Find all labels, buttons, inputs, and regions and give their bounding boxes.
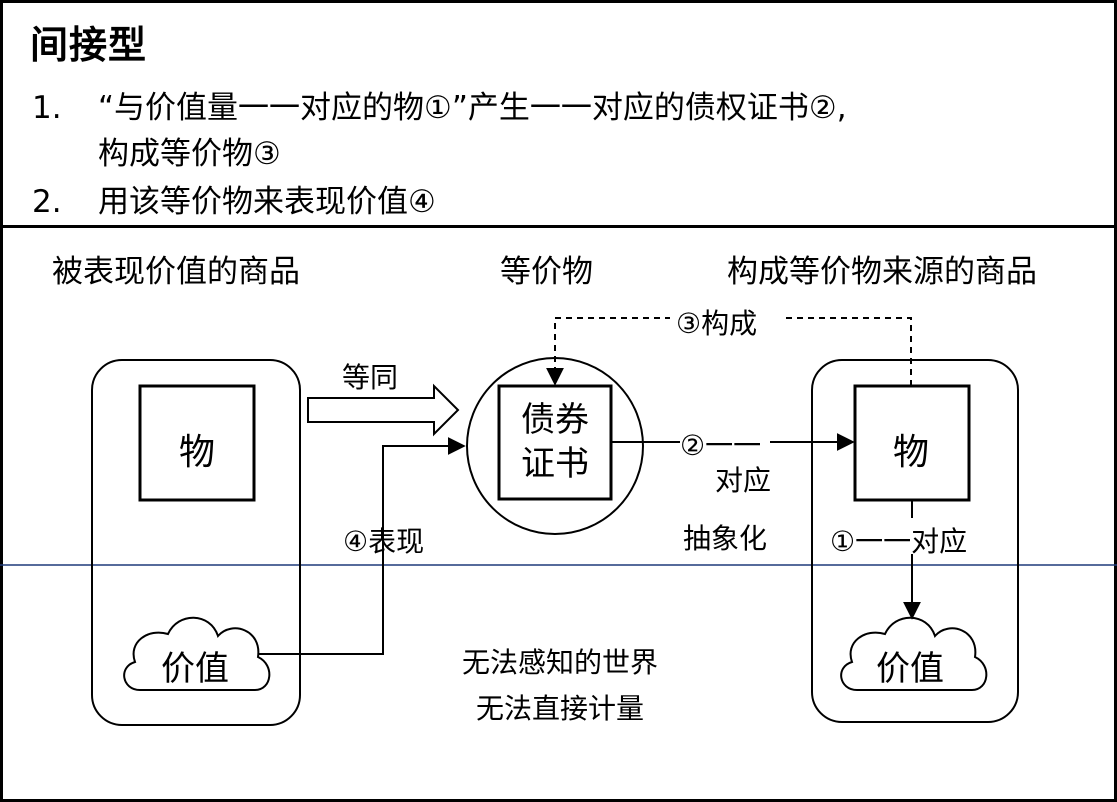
express-label: ④表现 xyxy=(343,525,425,558)
bond-certificate-label: 债券 证书 xyxy=(499,398,611,486)
heading-source-goods: 构成等价物来源的商品 xyxy=(727,254,1037,290)
constitute-label-bg xyxy=(670,302,782,334)
left-goods-container xyxy=(91,359,301,726)
express-connector xyxy=(258,437,466,655)
correspond1-label-bg xyxy=(828,518,998,554)
point-2-text: 用该等价物来表现价值④ xyxy=(98,184,436,220)
right-thing-label: 物 xyxy=(893,432,930,473)
point-1: 1. “与价值量一一对应的物①”产生一一对应的债权证书②, xyxy=(32,84,847,132)
left-thing-box xyxy=(138,384,256,502)
correspond1-label: ①一一对应 xyxy=(830,525,968,558)
heading-expressed-goods: 被表现价值的商品 xyxy=(52,254,300,290)
right-value-label: 价值 xyxy=(876,649,944,689)
point-2-number: 2. xyxy=(32,184,62,220)
equate-arrow xyxy=(307,383,460,437)
correspond2-label-line-1: ②一一 xyxy=(680,429,762,462)
correspond-label-bg xyxy=(680,428,770,458)
world-line-2: 无法直接计量 xyxy=(475,692,644,725)
bond-line-2: 证书 xyxy=(521,444,589,484)
left-value-label: 价值 xyxy=(161,649,229,689)
header-panel: 间接型 1.“与价值量一一对应的物①”产生一一对应的债权证书②, 构成等价物③ … xyxy=(0,0,1117,228)
left-value-cloud xyxy=(123,616,271,691)
right-goods-container xyxy=(811,359,1019,723)
page-title: 间接型 xyxy=(30,23,148,67)
heading-equivalent: 等价物 xyxy=(500,254,593,290)
world-line-1: 无法感知的世界 xyxy=(461,646,658,679)
bond-line-1: 债券 xyxy=(521,400,589,440)
left-thing-label: 物 xyxy=(179,432,216,473)
abstraction-label: 抽象化 xyxy=(683,522,768,555)
point-2: 2. 用该等价物来表现价值④ xyxy=(32,178,436,226)
point-1-text: “与价值量一一对应的物①”产生一一对应的债权证书②, xyxy=(98,90,847,126)
constitute-label: ③构成 xyxy=(676,307,758,340)
point-1-number: 1. xyxy=(32,90,62,126)
unperceivable-world-caption: 无法感知的世界 无法直接计量 xyxy=(420,640,700,732)
point-1-continuation: 构成等价物③ xyxy=(98,136,281,172)
equate-label: 等同 xyxy=(342,361,399,394)
correspond2-label-line-2: 对应 xyxy=(715,464,772,497)
